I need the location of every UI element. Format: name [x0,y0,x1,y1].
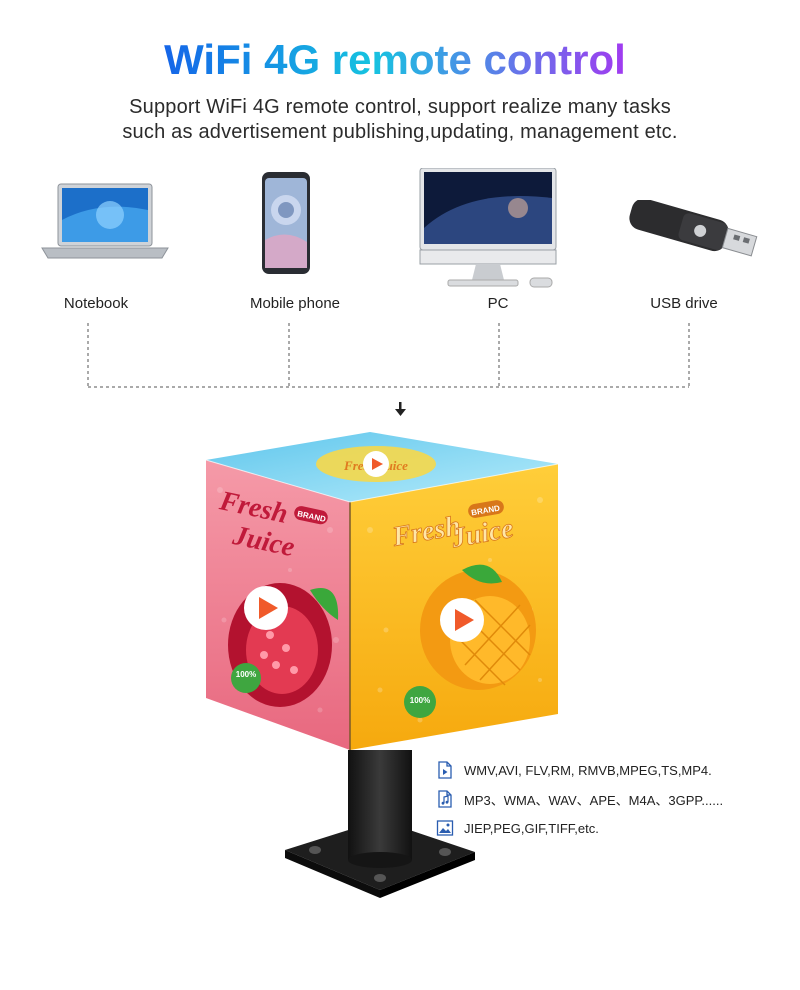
device-label-usb-drive: USB drive [650,295,718,312]
subtitle: Support WiFi 4G remote control, support … [0,95,800,145]
video-file-icon [438,761,452,779]
desktop-computer-icon [419,168,557,288]
cube-right-face: Fresh Juice BRAND 100% [350,464,558,750]
format-row-video: WMV,AVI, FLV,RM, RMVB,MPEG,TS,MP4. [436,759,712,781]
format-text-audio: MP3、WMA、WAV、APE、M4A、3GPP...... [464,792,724,808]
usb-drive-icon [629,200,758,257]
image-file-icon [436,820,454,836]
format-text-image: JIEP,PEG,GIF,TIFF,etc. [464,820,599,836]
format-row-image: JIEP,PEG,GIF,TIFF,etc. [436,817,599,839]
svg-text:100%: 100% [410,696,430,705]
cube-top-face: Fresh Juice [206,432,558,502]
page-title-text: WiFi 4G remote control [164,36,626,83]
format-row-audio: MP3、WMA、WAV、APE、M4A、3GPP...... [436,788,723,810]
laptop-icon [41,183,169,259]
device-label-notebook: Notebook [63,295,129,312]
cube-left-face: Fresh Juice BRAND 100% [206,460,350,750]
device-label-pc: PC [487,295,509,312]
stand-pole [348,750,412,860]
badge-100-percent [404,686,436,718]
connection-lines [87,323,690,416]
smartphone-icon [262,172,310,274]
down-arrow-icon [395,402,406,416]
cube-led-display: Fresh Juice Fresh Juice BRAND 100% Fre [205,432,559,898]
svg-text:100%: 100% [236,670,256,679]
subtitle-line-2: such as advertisement publishing,updatin… [122,121,678,143]
format-text-video: WMV,AVI, FLV,RM, RMVB,MPEG,TS,MP4. [464,762,712,778]
music-file-icon [438,790,452,808]
device-label-mobile-phone: Mobile phone [249,295,341,312]
page-title: WiFi 4G remote control [164,36,626,83]
badge-100-percent [231,663,261,693]
subtitle-line-1: Support WiFi 4G remote control, support … [129,96,671,118]
